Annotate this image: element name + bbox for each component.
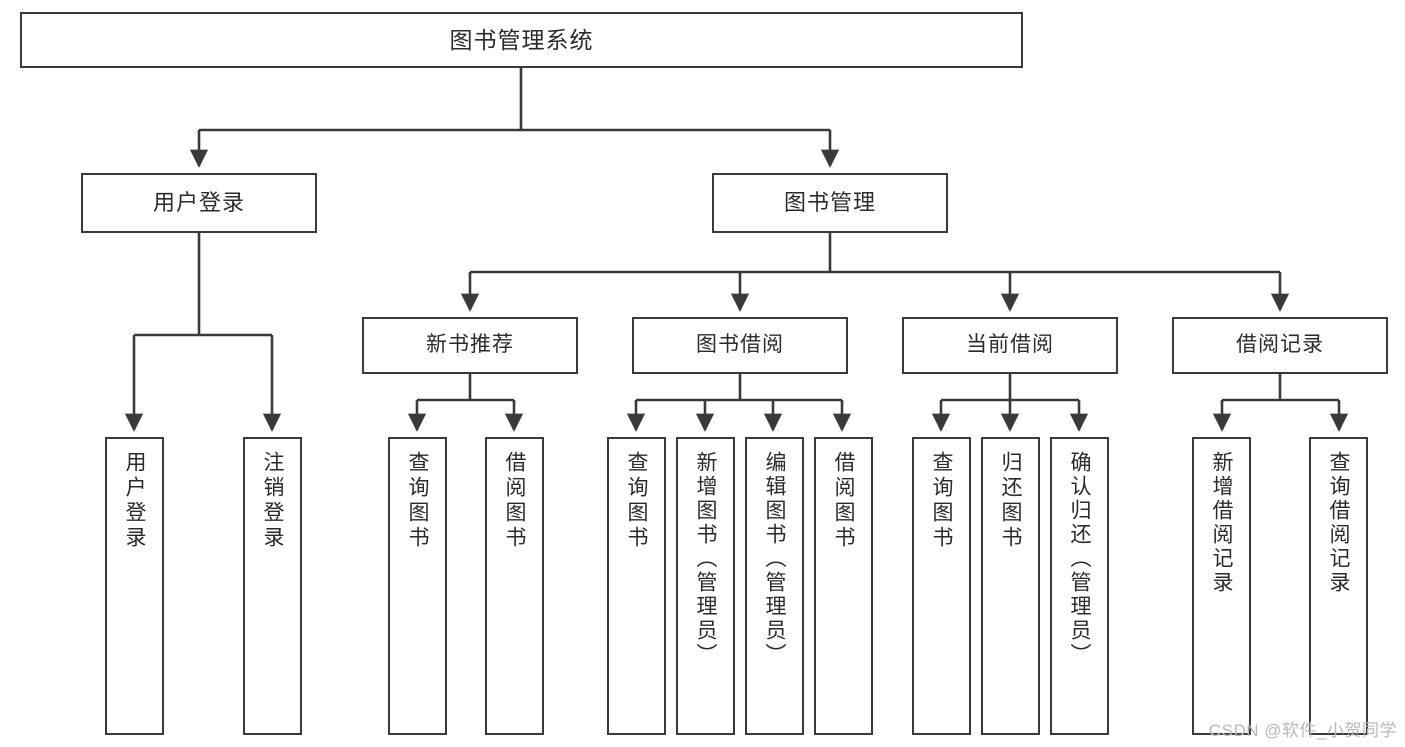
node-label: 借阅图书 xyxy=(832,451,855,551)
leaf-user-login[interactable]: 用户登录 xyxy=(105,437,164,735)
leaf-confirm-return-admin[interactable]: 确认归还（管理员） xyxy=(1050,437,1109,735)
node-label: 图书借阅 xyxy=(696,333,784,357)
leaf-borrow-book-recommend[interactable]: 借阅图书 xyxy=(485,437,544,735)
leaf-return-book[interactable]: 归还图书 xyxy=(981,437,1040,735)
node-label: 新增借阅记录 xyxy=(1210,451,1233,595)
node-label: 用户登录 xyxy=(152,190,245,216)
node-book-management[interactable]: 图书管理 xyxy=(712,173,948,233)
node-label: 查询借阅记录 xyxy=(1327,451,1350,595)
leaf-query-book-borrow[interactable]: 查询图书 xyxy=(607,437,666,735)
leaf-query-book-recommend[interactable]: 查询图书 xyxy=(388,437,447,735)
node-user-login[interactable]: 用户登录 xyxy=(81,173,317,233)
leaf-add-borrow-record[interactable]: 新增借阅记录 xyxy=(1192,437,1251,735)
leaf-query-book-current[interactable]: 查询图书 xyxy=(912,437,971,735)
node-current-borrow[interactable]: 当前借阅 xyxy=(902,317,1118,374)
node-label: 新增图书（管理员） xyxy=(694,451,717,667)
leaf-logout[interactable]: 注销登录 xyxy=(243,437,302,735)
node-borrow-record[interactable]: 借阅记录 xyxy=(1172,317,1388,374)
node-new-book-recommend[interactable]: 新书推荐 xyxy=(362,317,578,374)
node-label: 查询图书 xyxy=(625,451,648,551)
node-book-borrow[interactable]: 图书借阅 xyxy=(632,317,848,374)
node-label: 编辑图书（管理员） xyxy=(763,451,786,667)
node-root-book-management-system[interactable]: 图书管理系统 xyxy=(20,12,1023,68)
node-label: 用户登录 xyxy=(123,451,146,551)
leaf-borrow-book[interactable]: 借阅图书 xyxy=(814,437,873,735)
node-label: 归还图书 xyxy=(999,451,1022,551)
leaf-edit-book-admin[interactable]: 编辑图书（管理员） xyxy=(745,437,804,735)
node-label: 图书管理 xyxy=(783,190,876,216)
node-label: 当前借阅 xyxy=(966,333,1054,357)
node-label: 图书管理系统 xyxy=(449,26,594,53)
leaf-add-book-admin[interactable]: 新增图书（管理员） xyxy=(676,437,735,735)
node-label: 借阅图书 xyxy=(503,451,526,551)
node-label: 注销登录 xyxy=(261,451,284,551)
node-label: 确认归还（管理员） xyxy=(1068,451,1091,667)
node-label: 查询图书 xyxy=(930,451,953,551)
node-label: 借阅记录 xyxy=(1236,333,1324,357)
node-label: 查询图书 xyxy=(406,451,429,551)
node-label: 新书推荐 xyxy=(426,333,514,357)
leaf-query-borrow-record[interactable]: 查询借阅记录 xyxy=(1309,437,1368,735)
